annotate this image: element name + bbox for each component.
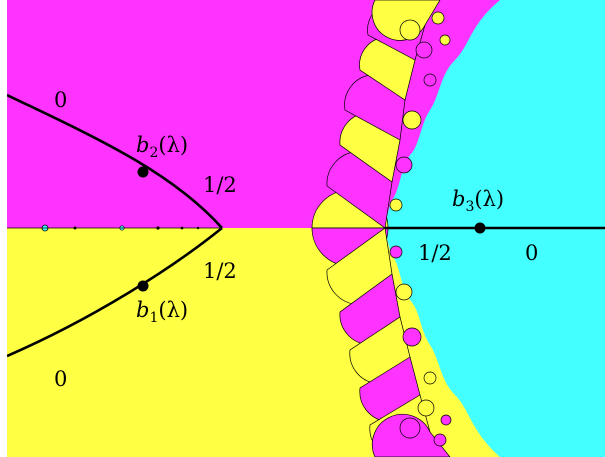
label-lower-left-zero: 0 [54,367,67,391]
label-right-half: 1/2 [418,241,452,265]
label-b1: b1(λ) [136,298,188,326]
b1-point [137,280,149,292]
b2-point [137,166,149,178]
upper-left-ray [7,93,223,229]
b3-point [474,222,486,234]
label-lower-half: 1/2 [203,259,237,283]
lower-lobes [311,227,452,457]
label-right-zero: 0 [525,241,538,265]
label-b2: b2(λ) [136,133,188,161]
upper-lobes [311,0,451,229]
lower-left-ray [7,226,223,358]
label-upper-half: 1/2 [203,173,237,197]
label-upper-left-zero: 0 [54,88,67,112]
label-b3: b3(λ) [452,187,504,215]
